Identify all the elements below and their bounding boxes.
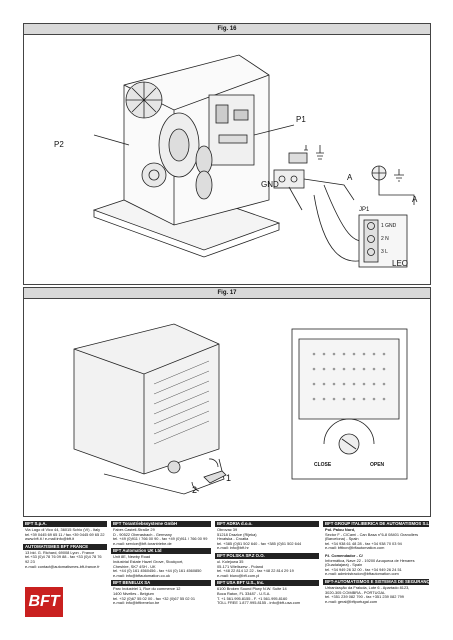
company-address: 13 bld. G. Richard, 69008 Lyon - France … — [25, 549, 102, 569]
label-p1: P1 — [296, 115, 306, 124]
label-leo: LEO — [392, 259, 409, 268]
footer-col-1: BFT S.p.A. Via Lago di Vico 44, 36015 Sc… — [23, 521, 107, 619]
company-address: Parc Industriel 1, Rue du commerce 12 14… — [113, 586, 195, 606]
fig16-drawing — [92, 54, 415, 268]
company-header: BFT S.p.A. — [23, 521, 107, 527]
label-close: CLOSE — [314, 462, 332, 468]
footer-col-2: BFT Torantriebssysteme GmbH Faber-Castel… — [111, 521, 211, 619]
company-address: Pol. Palou Nord, Sector F - C/Cami - Can… — [325, 527, 419, 551]
company-address: Faber-Castell-Straße 29 D - 90522 Oberas… — [113, 527, 208, 546]
company-header: BFT USA BFT U.S., Inc. — [215, 580, 319, 587]
fig16-panel: P1 P2 GND A A JP1 1 GND 2 N 3 L LEO — [23, 34, 431, 285]
label-p2: P2 — [54, 140, 64, 149]
company-header: BFT ADRIA d.o.o. — [215, 521, 319, 527]
label-jp1: JP1 — [359, 207, 370, 213]
company-address: ul. Kolejowa 35 05-171 Wieliszew - Polan… — [217, 558, 294, 578]
company-address: Obrovac 39 51218 Drazice (Rijeka) Hrvats… — [217, 527, 302, 551]
company-header: BFT GROUP ITALIBERICA DE AUTOMATISMOS S.… — [323, 521, 429, 527]
terminal-2-n: 2 N — [381, 236, 389, 242]
company-address: Urbanização da Fraluda, Lote 6 - Apartad… — [325, 584, 410, 604]
fig17-drawing — [73, 323, 408, 495]
label-step-2: 2 — [192, 485, 198, 495]
company-header: BFT-AUTOMATISMOS E SISTEMAS DE SEGURANÇA — [323, 578, 429, 585]
label-gnd: GND — [261, 180, 279, 189]
company-address: Via Lago di Vico 44, 36015 Schio (VI) - … — [25, 527, 105, 542]
company-address: Unit 8E, Newby Road Industrial Estate Ha… — [113, 554, 202, 578]
terminal-3-l: 3 L — [381, 249, 388, 255]
company-header: BFT Automation UK Ltd — [111, 548, 211, 555]
terminal-1-gnd: 1 GND — [381, 223, 397, 229]
label-step-1: 1 — [226, 473, 232, 483]
company-header: BFT POLSKA SP.Z O.O. — [215, 552, 319, 559]
footer-col-3: BFT ADRIA d.o.o. Obrovac 39 51218 Drazic… — [215, 521, 319, 619]
company-header: AUTOMATISMES BFT FRANCE — [23, 543, 107, 550]
label-a1: A — [347, 173, 353, 182]
address-footer: BFT S.p.A. Via Lago di Vico 44, 36015 Sc… — [23, 521, 429, 619]
company-address: 6100 Broken Sound Pkwy N.W. Suite 14 Boc… — [217, 586, 301, 606]
company-header: BFT Torantriebssysteme GmbH — [111, 521, 211, 527]
label-a2: A — [412, 195, 418, 204]
bft-logo: BFT — [25, 587, 63, 617]
fig17-panel: 1 2 CLOSE OPEN — [23, 298, 431, 517]
label-open: OPEN — [370, 462, 385, 468]
footer-col-4: BFT GROUP ITALIBERICA DE AUTOMATISMOS S.… — [323, 521, 429, 619]
company-address: P.I. Comendador - C/ Informática, Nave 2… — [325, 552, 415, 577]
company-header: BFT BENELUX SA — [111, 580, 211, 587]
